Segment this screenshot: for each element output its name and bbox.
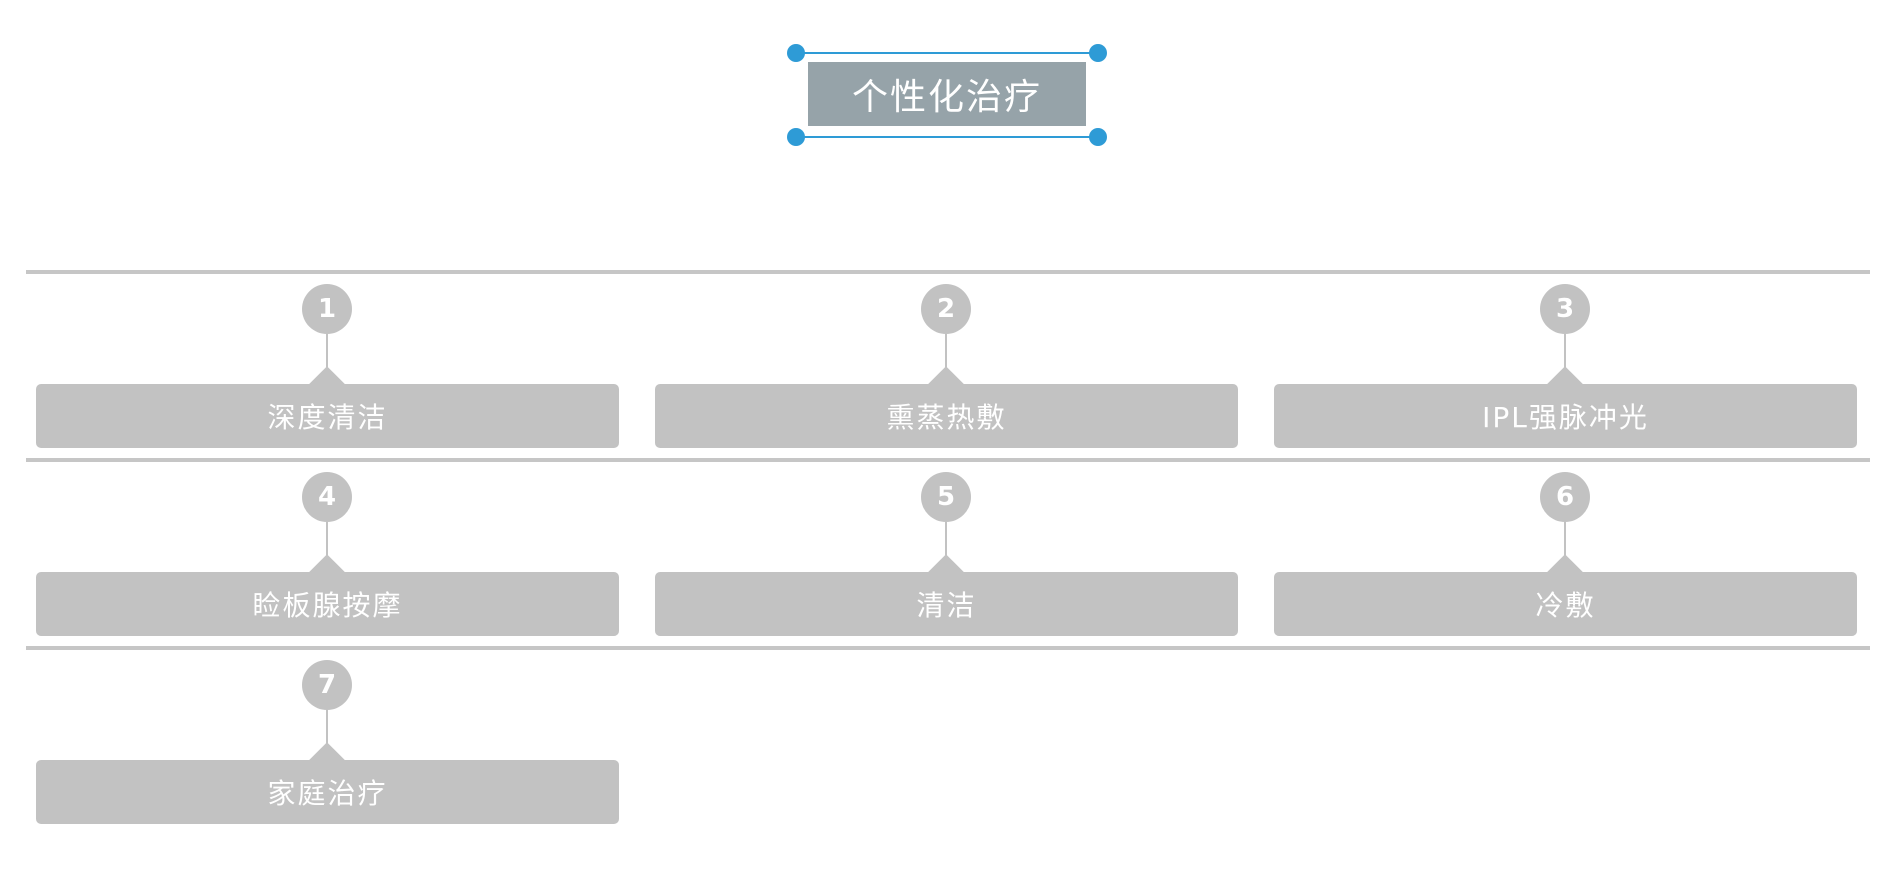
row-divider — [26, 646, 1870, 650]
connector-line — [326, 334, 328, 376]
step-number-badge: 2 — [921, 284, 971, 334]
step-number-badge: 7 — [302, 660, 352, 710]
connector-line — [945, 522, 947, 564]
resize-handle-top-right[interactable] — [1089, 44, 1107, 62]
pointer-notch — [926, 365, 966, 385]
resize-handle-bottom-right[interactable] — [1089, 128, 1107, 146]
step-item[interactable]: 4 睑板腺按摩 — [36, 466, 619, 650]
step-number-badge: 3 — [1540, 284, 1590, 334]
pointer-notch — [1545, 365, 1585, 385]
row-divider — [26, 270, 1870, 274]
row-divider — [26, 458, 1870, 462]
step-label[interactable]: 家庭治疗 — [36, 760, 619, 824]
step-label[interactable]: 清洁 — [655, 572, 1238, 636]
title-node[interactable]: 个性化治疗 — [787, 44, 1107, 146]
resize-handle-bottom-left[interactable] — [787, 128, 805, 146]
step-number-badge: 4 — [302, 472, 352, 522]
step-number-badge: 6 — [1540, 472, 1590, 522]
connector-line — [326, 710, 328, 752]
connector-line — [945, 334, 947, 376]
step-item[interactable]: 1 深度清洁 — [36, 278, 619, 462]
pointer-notch — [1545, 553, 1585, 573]
step-number-badge: 1 — [302, 284, 352, 334]
step-item[interactable]: 2 熏蒸热敷 — [655, 278, 1238, 462]
step-label[interactable]: 冷敷 — [1274, 572, 1857, 636]
step-label[interactable]: 深度清洁 — [36, 384, 619, 448]
connector-line — [1564, 522, 1566, 564]
step-item[interactable]: 3 IPL强脉冲光 — [1274, 278, 1857, 462]
connector-line — [326, 522, 328, 564]
step-label[interactable]: 睑板腺按摩 — [36, 572, 619, 636]
selection-border-top — [796, 52, 1098, 54]
pointer-notch — [926, 553, 966, 573]
pointer-notch — [307, 741, 347, 761]
pointer-notch — [307, 365, 347, 385]
step-item[interactable]: 7 家庭治疗 — [36, 654, 619, 838]
step-label[interactable]: 熏蒸热敷 — [655, 384, 1238, 448]
connector-line — [1564, 334, 1566, 376]
resize-handle-top-left[interactable] — [787, 44, 805, 62]
pointer-notch — [307, 553, 347, 573]
selection-border-bottom — [796, 136, 1098, 138]
step-item[interactable]: 6 冷敷 — [1274, 466, 1857, 650]
step-label[interactable]: IPL强脉冲光 — [1274, 384, 1857, 448]
step-item[interactable]: 5 清洁 — [655, 466, 1238, 650]
title-box[interactable]: 个性化治疗 — [808, 62, 1086, 126]
step-number-badge: 5 — [921, 472, 971, 522]
